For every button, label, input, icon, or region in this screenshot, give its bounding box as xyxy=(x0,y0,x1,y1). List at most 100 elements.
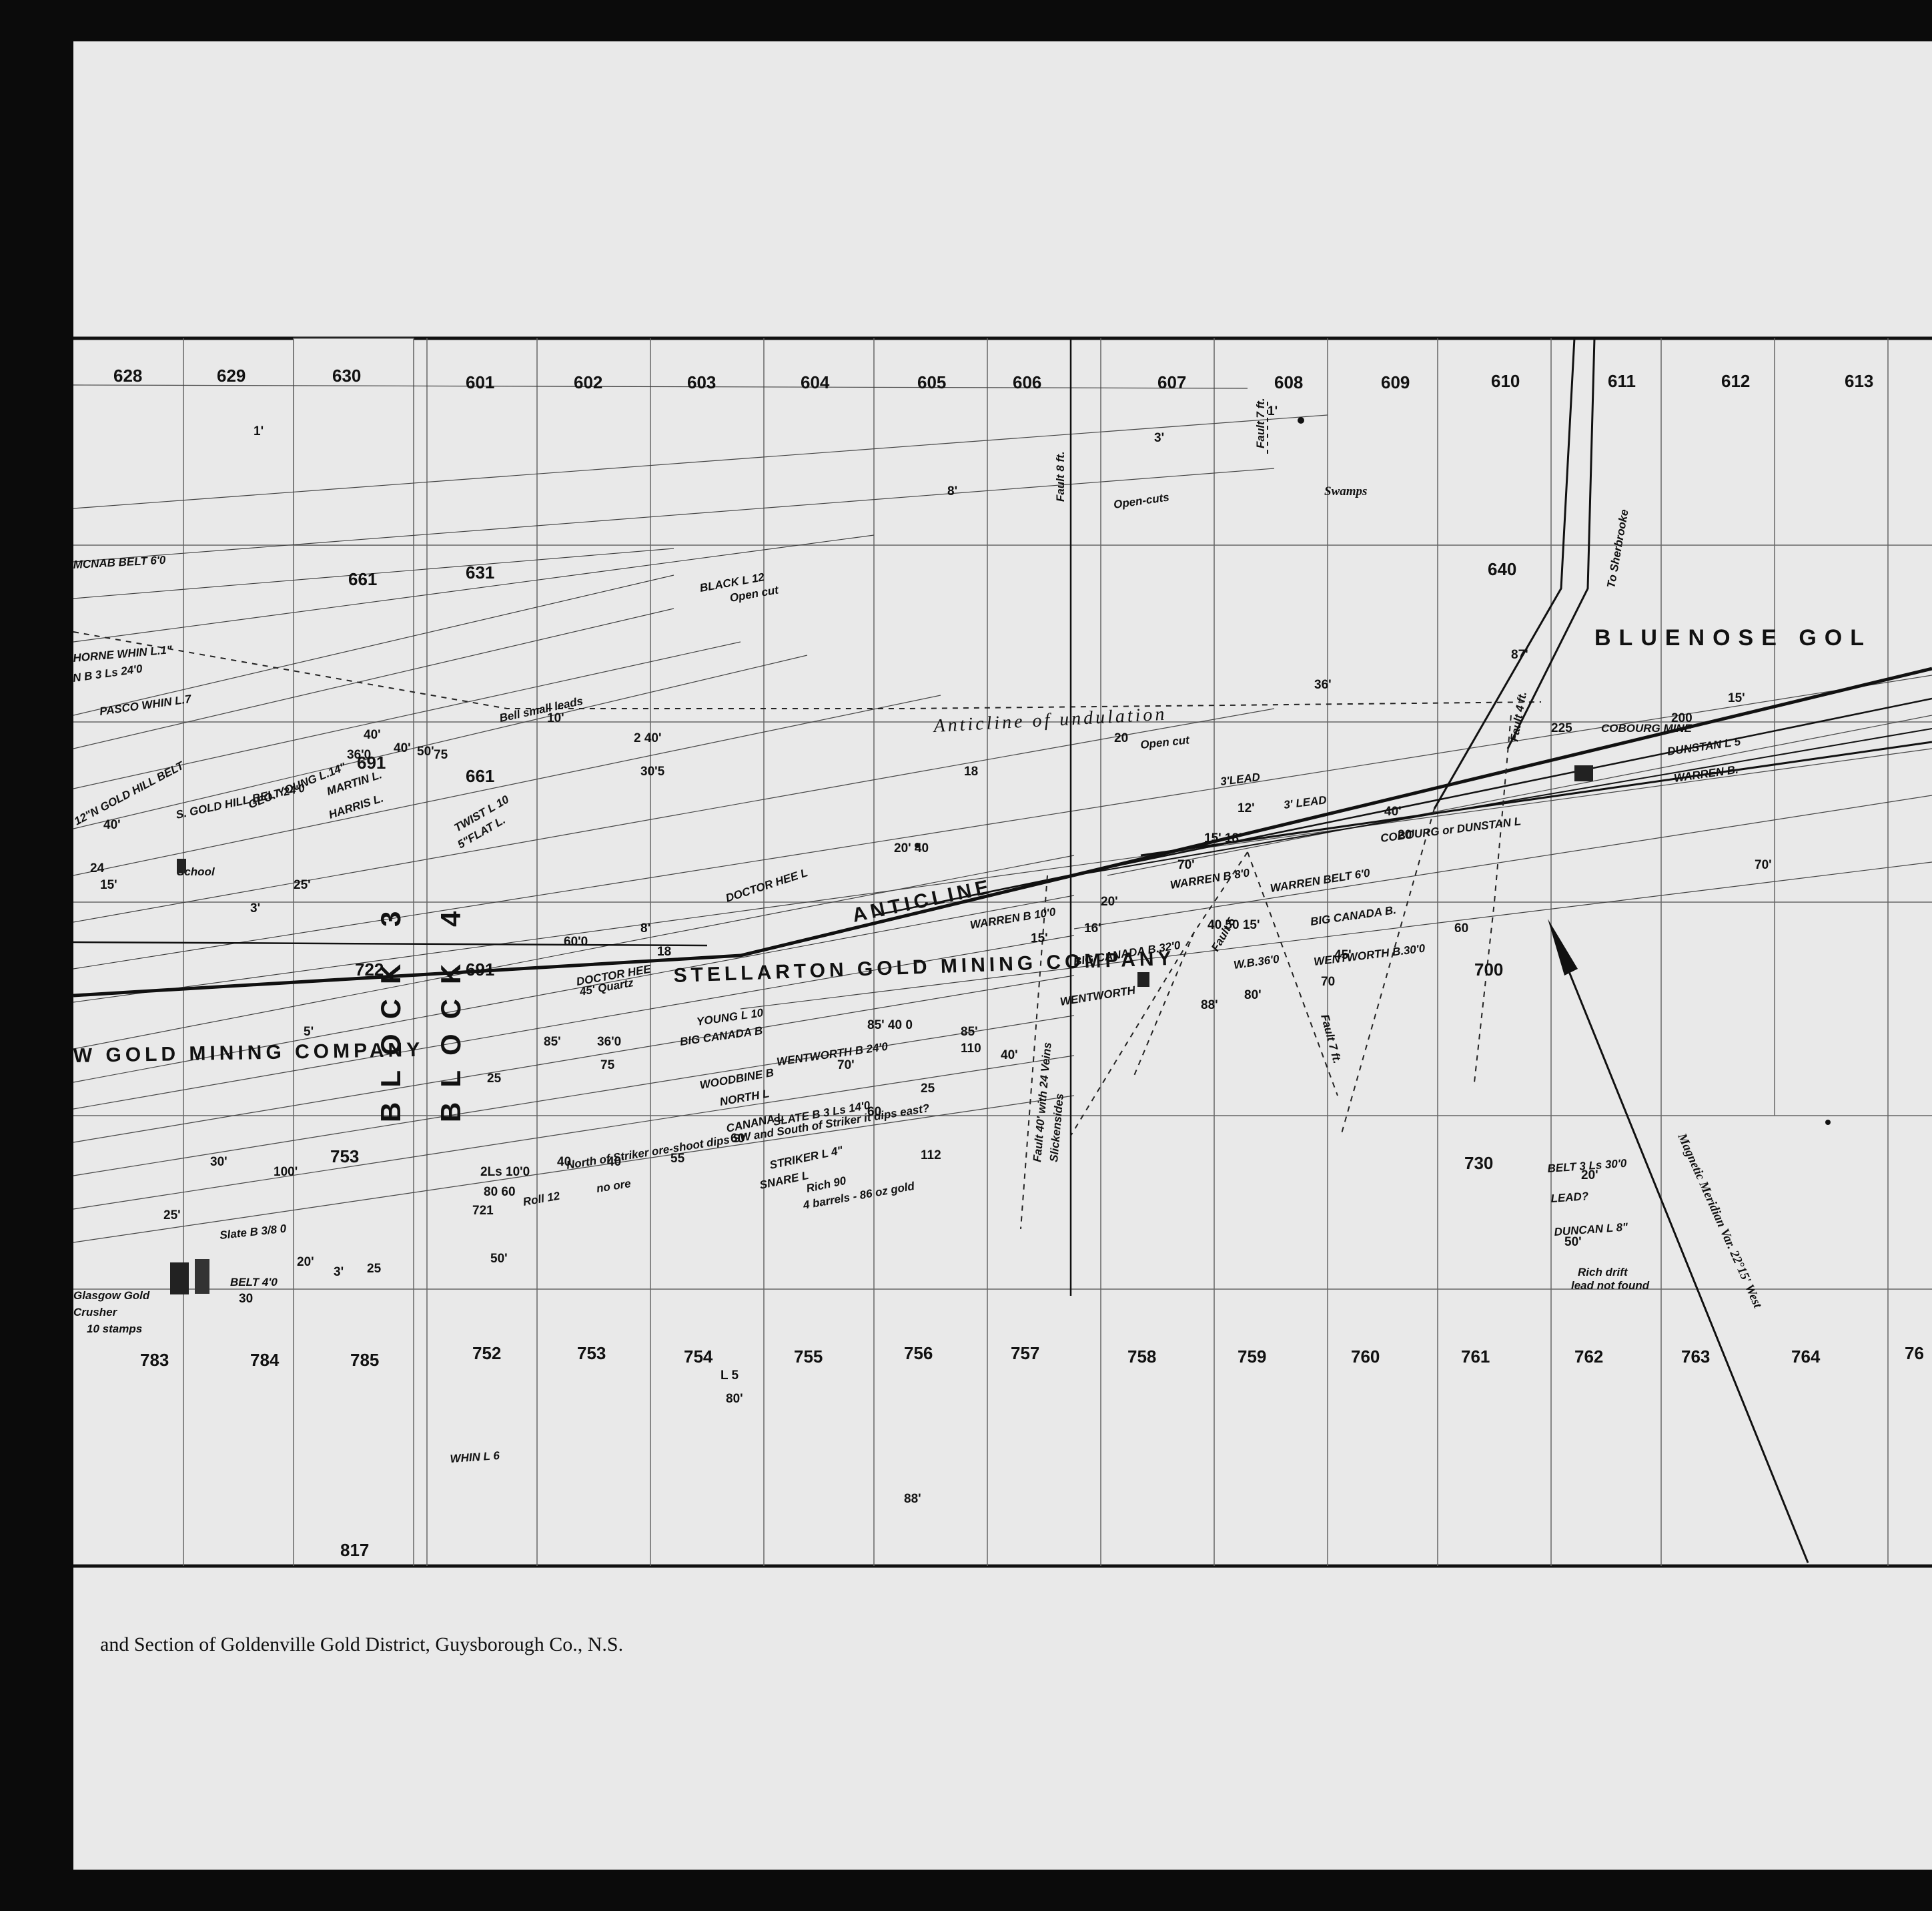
wentworth-b: WENTWORTH B 24'0 xyxy=(776,1040,889,1068)
lot-752: 752 xyxy=(472,1343,501,1363)
svg-text:88': 88' xyxy=(904,1492,921,1506)
north-lead: NORTH L xyxy=(718,1087,770,1108)
svg-text:8': 8' xyxy=(640,921,650,935)
lot-606: 606 xyxy=(1013,372,1041,392)
map-sheet: 628 629 630 601 602 603 604 605 606 607 … xyxy=(73,41,1932,1870)
svg-text:25: 25 xyxy=(921,1082,935,1096)
cobourg-mine: COBOURG MINE xyxy=(1601,722,1693,735)
svg-text:80 60: 80 60 xyxy=(484,1185,516,1199)
whin-lead-6: WHIN L 6 xyxy=(450,1449,500,1465)
crusher-label-1: Glasgow Gold xyxy=(73,1289,150,1302)
svg-text:60: 60 xyxy=(867,1105,881,1119)
rich-drift-2: lead not found xyxy=(1571,1279,1650,1292)
lot-630: 630 xyxy=(332,366,361,386)
anticline-line xyxy=(873,697,1932,917)
svg-text:1': 1' xyxy=(254,424,264,438)
lot-628: 628 xyxy=(113,366,142,386)
no-ore-note: no ore xyxy=(596,1177,632,1195)
lot-760: 760 xyxy=(1351,1347,1380,1367)
lead-question: LEAD? xyxy=(1550,1190,1589,1205)
lot-762: 762 xyxy=(1574,1347,1603,1367)
svg-text:75: 75 xyxy=(434,748,448,762)
svg-text:20' 40: 20' 40 xyxy=(894,841,929,855)
lot-784: 784 xyxy=(250,1350,280,1370)
crusher-tower-icon xyxy=(195,1259,209,1294)
svg-text:3': 3' xyxy=(250,901,260,915)
wb-36: W.B.36'0 xyxy=(1233,952,1280,971)
road-to-sherbrooke-b xyxy=(1506,338,1596,749)
lot-629: 629 xyxy=(217,366,246,386)
wentworth-shaft-icon xyxy=(1137,972,1149,987)
lot-691-left: 691 xyxy=(357,753,386,773)
lot-730: 730 xyxy=(1464,1153,1493,1173)
svg-text:20': 20' xyxy=(1101,895,1118,909)
svg-text:45': 45' xyxy=(1334,948,1352,962)
warren-line xyxy=(1140,741,1932,857)
svg-text:70: 70 xyxy=(1321,975,1335,989)
svg-text:50': 50' xyxy=(490,1252,508,1266)
slate-b2: Slate B 3/8 0 xyxy=(219,1222,287,1242)
svg-text:40: 40 xyxy=(557,1155,571,1169)
lot-691: 691 xyxy=(466,960,494,980)
west-company: W GOLD MINING COMPANY xyxy=(73,1039,424,1067)
road-to-sherbrooke-a xyxy=(1433,338,1576,809)
lot-753: 753 xyxy=(577,1343,606,1363)
svg-text:85': 85' xyxy=(961,1025,978,1039)
lot-609: 609 xyxy=(1381,372,1410,392)
svg-text:20: 20 xyxy=(1114,731,1128,745)
3ft-lead-b: 3' LEAD xyxy=(1283,793,1327,811)
svg-text:70': 70' xyxy=(837,1058,855,1072)
lot-758: 758 xyxy=(1127,1347,1156,1367)
block-boundary-line xyxy=(73,941,708,947)
svg-text:225: 225 xyxy=(1551,721,1572,735)
lot-608: 608 xyxy=(1274,372,1303,392)
svg-text:2 40': 2 40' xyxy=(634,731,662,745)
svg-text:40': 40' xyxy=(607,1155,624,1169)
swamps-label: Swamps xyxy=(1324,484,1367,498)
block-3: BLOCK 3 xyxy=(375,897,406,1122)
svg-text:60'0: 60'0 xyxy=(564,935,588,949)
sherbrooke-label: To Sherbrooke xyxy=(1604,508,1630,589)
svg-text:25: 25 xyxy=(367,1262,382,1276)
svg-text:36': 36' xyxy=(1314,678,1332,692)
block-4: BLOCK 4 xyxy=(435,897,466,1122)
svg-text:100': 100' xyxy=(274,1165,298,1179)
svg-text:3': 3' xyxy=(1154,431,1164,445)
svg-text:70': 70' xyxy=(1755,858,1772,872)
lot-700: 700 xyxy=(1474,960,1503,980)
fault-8ft-label: Fault 8 ft. xyxy=(1054,451,1067,502)
svg-text:15': 15' xyxy=(1728,691,1745,705)
svg-text:L 5: L 5 xyxy=(720,1369,739,1383)
svg-text:8': 8' xyxy=(947,484,957,498)
dip-measurements: 1' 3' 8' 1' 36' 20 18 20' 40 8' 18 25' 3… xyxy=(90,404,1772,1506)
svg-text:15' 18': 15' 18' xyxy=(1204,831,1242,845)
lot-605: 605 xyxy=(917,372,946,392)
big-canada-b: BIG CANADA B xyxy=(679,1024,763,1048)
warren-b-10: WARREN B 10'0 xyxy=(969,905,1057,931)
svg-text:30: 30 xyxy=(239,1292,253,1306)
svg-text:200: 200 xyxy=(1671,711,1693,725)
doctor-hee-lead: DOCTOR HEE L xyxy=(724,866,809,905)
fault-7ft-lower-label: Fault 7 ft. xyxy=(1318,1013,1344,1065)
svg-text:12': 12' xyxy=(1238,801,1255,815)
n-gold-hill-belt: 12"N GOLD HILL BELT xyxy=(73,759,187,827)
svg-text:50': 50' xyxy=(1564,1235,1582,1249)
mine-symbols xyxy=(170,417,1831,1294)
3ft-lead: 3'LEAD xyxy=(1220,771,1261,788)
lot-76: 76 xyxy=(1905,1343,1924,1363)
anticline-undulation-label: Anticline of undulation xyxy=(932,704,1167,737)
crusher-label-3: 10 stamps xyxy=(87,1322,142,1335)
lot-754: 754 xyxy=(684,1347,713,1367)
lot-602: 602 xyxy=(574,372,602,392)
svg-text:88': 88' xyxy=(1201,998,1218,1012)
belt-4ft: BELT 4'0 xyxy=(230,1276,278,1288)
svg-text:20': 20' xyxy=(1398,828,1415,842)
svg-text:18: 18 xyxy=(657,945,671,959)
crusher-label-2: Crusher xyxy=(73,1306,118,1318)
svg-text:2Ls 10'0: 2Ls 10'0 xyxy=(480,1165,530,1179)
snare-lead: SNARE L xyxy=(759,1169,810,1192)
svg-text:80': 80' xyxy=(726,1392,743,1406)
svg-text:721: 721 xyxy=(472,1204,494,1218)
svg-text:85': 85' xyxy=(544,1035,561,1049)
lot-640: 640 xyxy=(1488,559,1516,579)
